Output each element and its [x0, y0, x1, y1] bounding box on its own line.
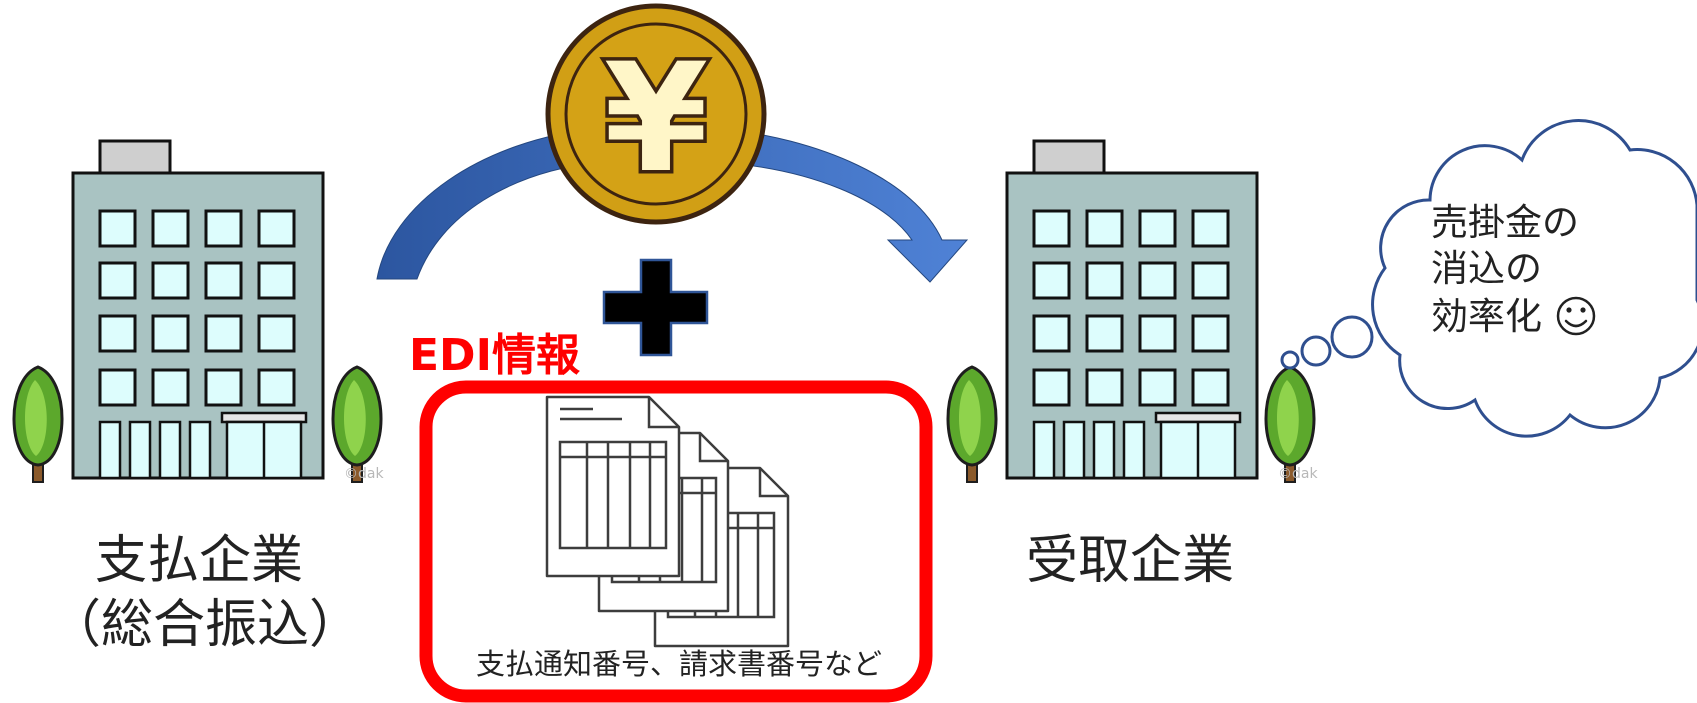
thought-line-2: 消込の	[1431, 247, 1542, 290]
tree-icon	[946, 365, 998, 483]
building-lower-window	[98, 420, 122, 480]
building-lower-window	[1032, 420, 1056, 480]
trees-group	[12, 365, 1316, 483]
building-window	[1032, 209, 1071, 248]
building-window	[1138, 368, 1177, 407]
document-fold	[758, 468, 788, 498]
document-table	[558, 440, 668, 550]
payer-note: （総合振込）	[49, 595, 361, 655]
tree-icon	[12, 365, 64, 483]
documents-icon	[545, 395, 790, 648]
building-awning	[220, 411, 308, 424]
building-window	[1191, 368, 1230, 407]
building-window	[98, 314, 137, 353]
thought-bubble-small	[1280, 350, 1300, 370]
plus-icon	[602, 258, 709, 357]
building-window	[204, 209, 243, 248]
document-fold	[698, 433, 728, 463]
document-table-lines	[560, 442, 666, 548]
building-window	[1032, 314, 1071, 353]
building-window	[1138, 314, 1177, 353]
building-window	[151, 209, 190, 248]
smiley-eye-right	[1580, 307, 1586, 313]
building-window	[151, 314, 190, 353]
building-window	[257, 209, 296, 248]
payee-label: 受取企業	[1026, 531, 1234, 591]
watermark-right: ©dak	[1278, 466, 1318, 482]
building-window	[1032, 261, 1071, 300]
thought-bubble-large	[1330, 315, 1374, 359]
tree-highlight	[1276, 380, 1299, 456]
tree-highlight	[24, 380, 47, 456]
building-window	[1191, 314, 1230, 353]
edi-title: EDI情報	[409, 330, 580, 381]
building-window	[1032, 368, 1071, 407]
building-window	[257, 261, 296, 300]
building-window	[151, 261, 190, 300]
building-window	[98, 209, 137, 248]
thought-cloud-icon	[1280, 119, 1697, 438]
building-window	[1191, 261, 1230, 300]
building-lower-window	[128, 420, 152, 480]
building-window	[98, 368, 137, 407]
building-lower-window	[158, 420, 182, 480]
watermark-left: ©dak	[344, 466, 384, 482]
smiley-icon	[1556, 296, 1596, 336]
curved-arrow-icon	[376, 127, 969, 283]
building-window	[98, 261, 137, 300]
thought-line-1: 売掛金の	[1431, 201, 1579, 244]
yen-coin-icon: ¥	[545, 3, 767, 225]
building-window	[204, 368, 243, 407]
building-window	[204, 261, 243, 300]
tree-icon	[1264, 365, 1316, 483]
document-front	[545, 395, 681, 578]
smiley-face	[1556, 296, 1596, 336]
building-window	[257, 314, 296, 353]
building-window	[1191, 209, 1230, 248]
thought-cloud	[1371, 119, 1697, 438]
payer-label: 支払企業	[95, 531, 303, 591]
building-lower-window	[1062, 420, 1086, 480]
building-roof	[1032, 139, 1106, 175]
tree-highlight	[343, 380, 366, 456]
building-window	[204, 314, 243, 353]
building-lower-window	[1122, 420, 1146, 480]
building-window	[1138, 209, 1177, 248]
tree-icon	[331, 365, 383, 483]
coin-inner-ring	[564, 22, 748, 206]
building-window	[1085, 368, 1124, 407]
building-window	[1138, 261, 1177, 300]
document-text-line	[560, 407, 622, 421]
payee-building-icon	[1005, 139, 1259, 480]
document-fold	[647, 397, 679, 429]
smiley-mouth	[1564, 319, 1588, 328]
building-window	[1085, 261, 1124, 300]
building-lower-window	[188, 420, 212, 480]
payer-building-icon	[71, 139, 325, 480]
thought-bubble-medium	[1300, 335, 1332, 367]
building-window	[257, 368, 296, 407]
building-window	[151, 368, 190, 407]
edi-detail-text: 支払通知番号、請求書番号など	[476, 647, 882, 681]
coin-yen-symbol: ¥	[604, 32, 708, 206]
smiley-eye-left	[1566, 307, 1572, 313]
building-roof	[98, 139, 172, 175]
building-awning	[1154, 411, 1242, 424]
building-window	[1085, 314, 1124, 353]
tree-highlight	[958, 380, 981, 456]
building-lower-window	[1092, 420, 1116, 480]
building-window	[1085, 209, 1124, 248]
thought-line-3: 効率化	[1431, 295, 1542, 338]
